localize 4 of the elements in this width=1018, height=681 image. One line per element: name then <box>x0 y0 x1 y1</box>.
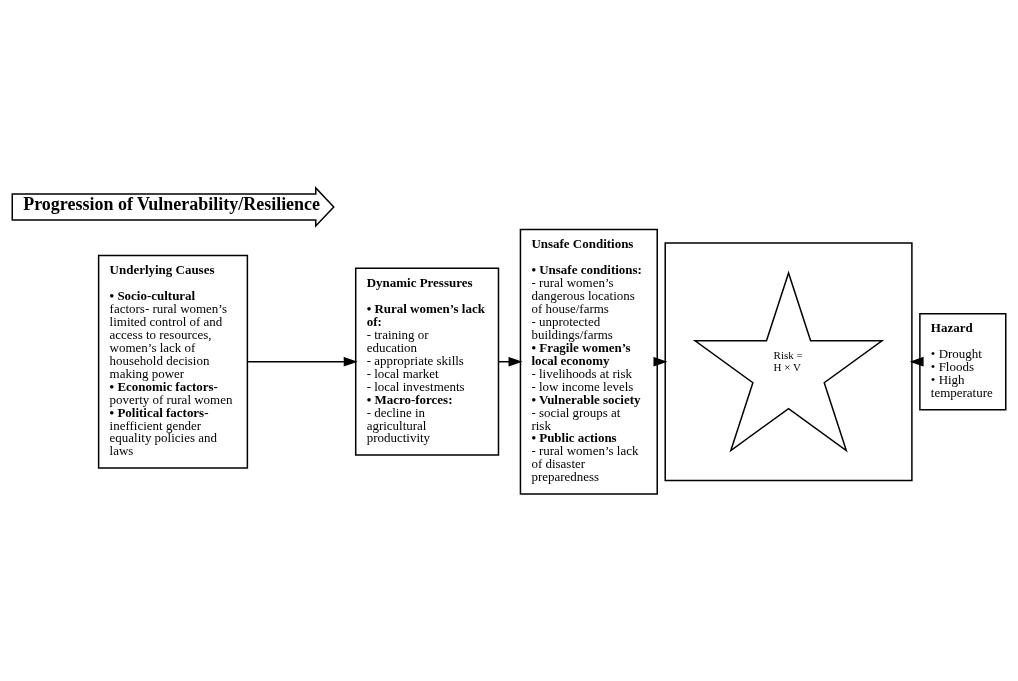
cluster <box>664 241 913 481</box>
node-box: Dynamic Pressures • Rural women’s lack of: - training or education - appropriate skills - local market - local investments • Macro-forces: - decline in agricultural productivity <box>354 267 500 456</box>
arrow <box>246 356 358 367</box>
node-box: Underlying Causes • Socio-cultural factors- rural women’s limited control of and access to resources, women’s lack of household decision making power • Economic factors- poverty of rural women • Political factors- inefficient gender equality policies and laws <box>97 254 249 469</box>
